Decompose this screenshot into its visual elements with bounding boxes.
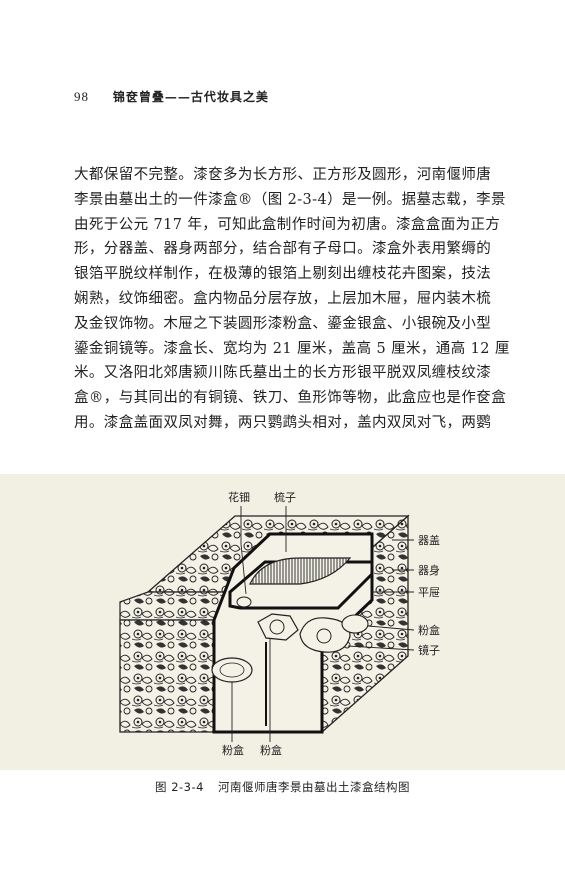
mirror-shape — [299, 617, 351, 653]
label-fenhe-right: 粉盒 — [418, 623, 440, 637]
comb-shape — [249, 557, 352, 585]
body-line: 及金钗饰物。木屉之下装圆形漆粉盒、鎏金银盒、小银碗及小型 — [74, 315, 492, 332]
label-fenhe-bottom-right: 粉盒 — [260, 743, 282, 757]
body-line: 娴熟，纹饰细密。盒内物品分层存放，上层加木屉，屉内装木梳 — [74, 290, 492, 307]
right-powder-box — [341, 614, 369, 634]
caption-text: 河南偃师唐李景由墓出土漆盒结构图 — [217, 780, 410, 794]
body-line: 银箔平脱纹样制作，在极薄的银箔上剔刻出缠枝花卉图案，技法 — [74, 266, 492, 283]
lacquer-box-diagram: 花钿 梳子 器盖 器身 平屉 粉盒 镜子 粉盒 粉盒 — [119, 490, 440, 757]
hairpin-ornament — [236, 596, 252, 608]
label-shuzi: 梳子 — [274, 490, 296, 504]
body-line: 李景由墓出土的一件漆盒®（图 2-3-4）是一例。据墓志载，李景 — [74, 191, 506, 208]
label-qigai: 器盖 — [418, 533, 440, 547]
body-line: 由死于公元 717 年，可知此盒制作时间为初唐。漆盒盒面为正方 — [74, 216, 501, 233]
label-huadian: 花钿 — [228, 491, 250, 504]
body-line: 大都保留不完整。漆奁多为长方形、正方形及圆形，河南偃师唐 — [74, 167, 492, 183]
label-pingti: 平屉 — [418, 586, 440, 599]
caption-number: 图 2-3-4 — [155, 780, 204, 794]
running-header: 98 锦奁曾叠——古代妆具之美 — [74, 88, 269, 105]
running-title: 锦奁曾叠——古代妆具之美 — [112, 90, 269, 104]
label-jingzi: 镜子 — [418, 643, 440, 657]
body-line: 鎏金铜镜等。漆盒长、宽均为 21 厘米，盖高 5 厘米，通高 12 厘 — [74, 340, 510, 357]
box-body-front — [119, 619, 215, 733]
figure-panel: 花钿 梳子 器盖 器身 平屉 粉盒 镜子 粉盒 粉盒 — [0, 474, 565, 770]
body-line: 形，分器盖、器身两部分，结合部有子母口。漆盒外表用繁缛的 — [74, 241, 492, 258]
body-text: 大都保留不完整。漆奁多为长方形、正方形及圆形，河南偃师唐 李景由墓出土的一件漆盒… — [74, 163, 510, 436]
body-line: 用。漆盒盖面双凤对舞，两只鹦鹉头相对，盖内双凤对飞，两鹦 — [74, 414, 492, 431]
round-powder-box — [211, 657, 253, 683]
body-line: 米。又洛阳北郊唐颍川陈氏墓出土的长方形银平脱双凤缠枝纹漆 — [74, 365, 492, 382]
figure-caption: 图 2-3-4 河南偃师唐李景由墓出土漆盒结构图 — [0, 779, 565, 795]
label-qishen: 器身 — [418, 563, 440, 577]
body-line: 盒®，与其同出的有铜镜、铁刀、鱼形饰等物，此盒应也是作奁盒 — [74, 390, 507, 407]
label-fenhe-bottom-left: 粉盒 — [222, 743, 244, 757]
hex-powder-box — [257, 613, 299, 641]
page-number: 98 — [74, 89, 89, 104]
